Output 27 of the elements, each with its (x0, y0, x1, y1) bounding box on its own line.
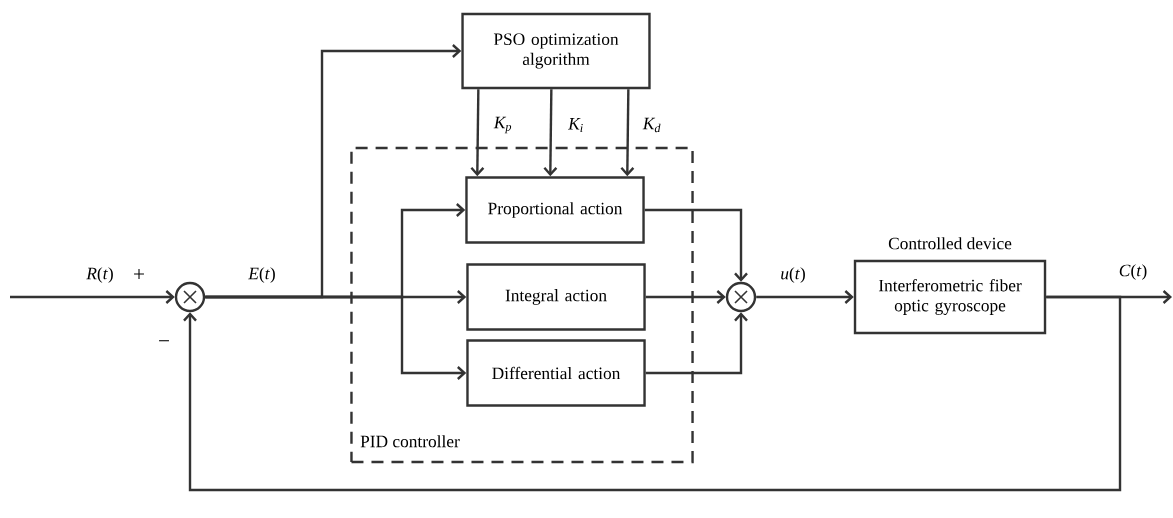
edge-label: K$_{p}$ (493, 116, 512, 134)
edge-label: C(t) (1119, 264, 1147, 280)
process-box: Integral action (466, 263, 646, 331)
process-box: PSO optimization algorithm (461, 12, 651, 90)
edge-label: u(t) (781, 267, 805, 283)
arrow (183, 295, 1122, 492)
arrow (645, 312, 748, 375)
process-box: Controlled device Interferometric fiber optic gyroscope (853, 237, 1047, 335)
summing-junction (725, 281, 757, 313)
arrow (644, 208, 748, 282)
node-label: Controlled device (888, 237, 1012, 250)
edge-label: K$_{d}$ (642, 117, 661, 133)
arrow (620, 89, 635, 177)
edge-label: R(t) (86, 267, 113, 283)
process-box: Proportional action (465, 176, 645, 244)
edge-label: E(t) (248, 267, 275, 283)
arrow (645, 290, 726, 304)
process-box: Differential action (466, 339, 646, 407)
sign-label: + (134, 269, 144, 279)
arrow (543, 89, 558, 177)
arrow (470, 89, 485, 177)
edge-label: K$_{i}$ (568, 118, 583, 132)
arrow (205, 295, 467, 380)
summing-junction (174, 281, 206, 313)
sign-label: − (159, 340, 169, 342)
arrow (10, 290, 175, 304)
arrow (756, 290, 854, 304)
